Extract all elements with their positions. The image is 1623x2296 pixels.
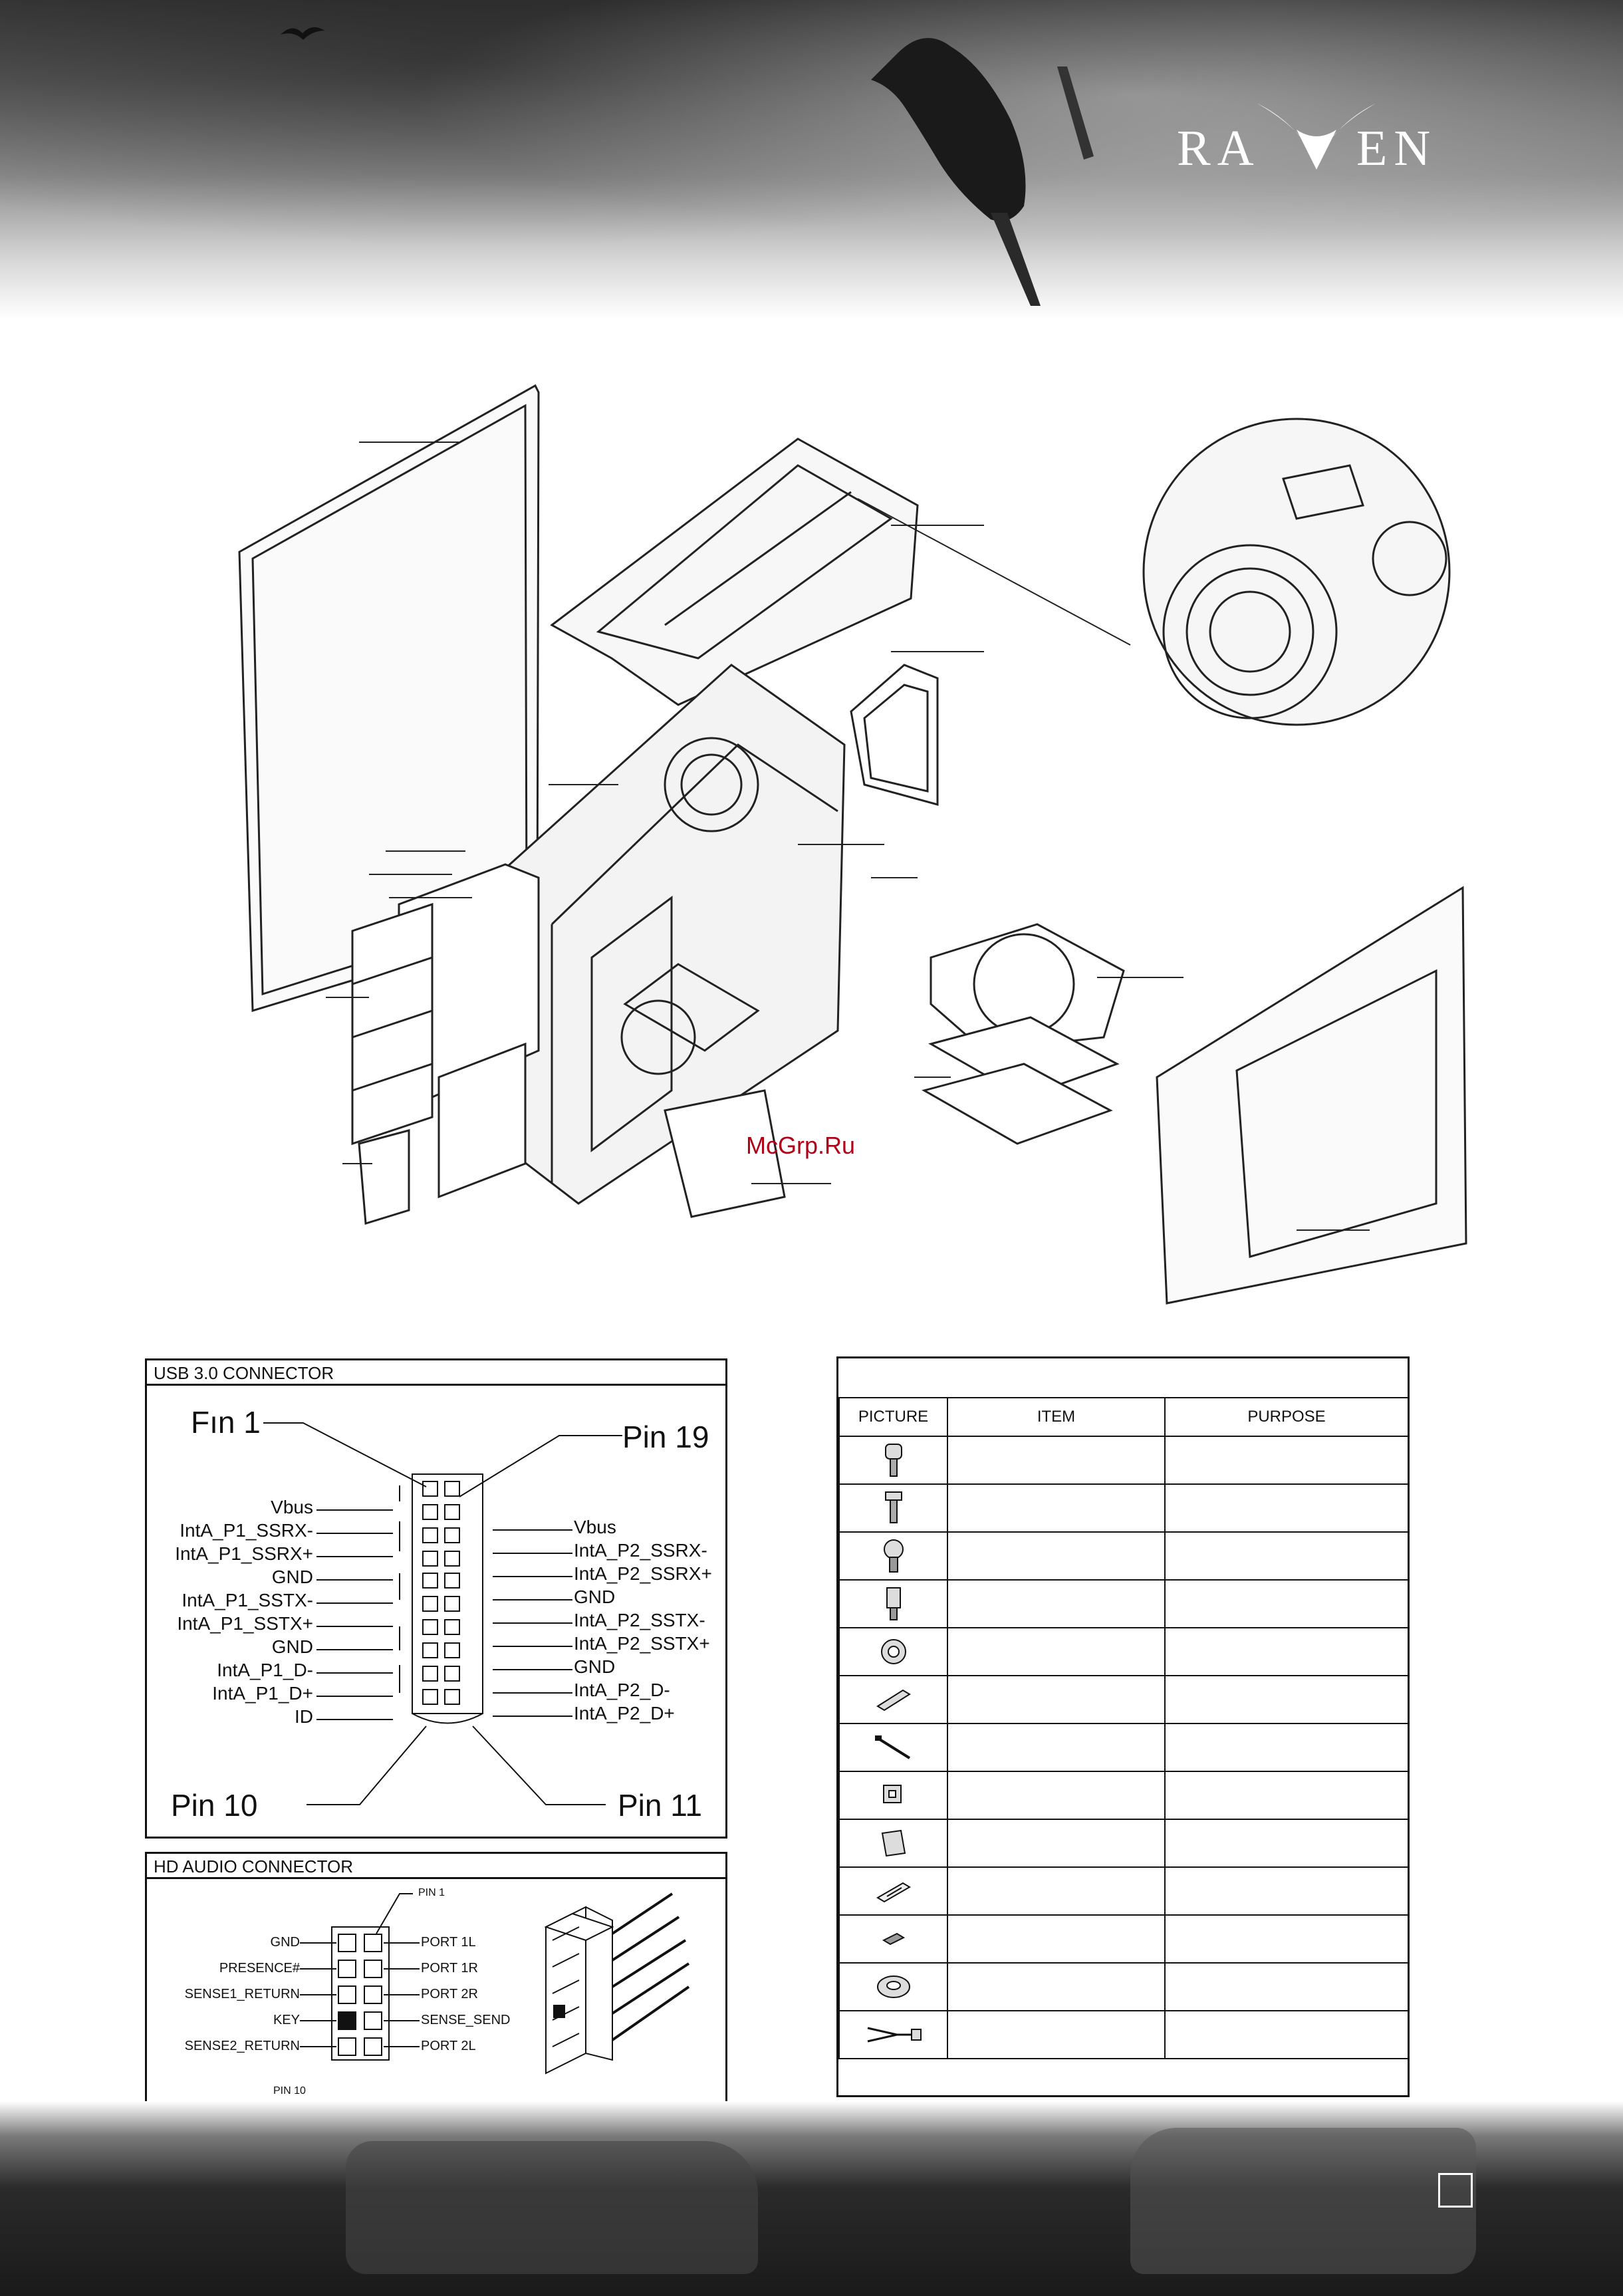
usb3-right-label: IntA_P2_SSTX+ <box>574 1633 710 1654</box>
usb3-left-label: Vbus <box>271 1497 313 1517</box>
small-bracket-icon <box>882 1932 905 1946</box>
table-row <box>838 1675 1409 1724</box>
usb3-right-label: Vbus <box>574 1517 616 1537</box>
side-panel-left <box>238 384 540 1013</box>
usb3-right-label: GND <box>574 1656 616 1677</box>
hd-audio-left-label: GND <box>270 1935 300 1950</box>
clip-icon <box>882 1785 902 1803</box>
table-row <box>838 1436 1409 1485</box>
usb3-left-label: GND <box>271 1567 313 1587</box>
table-row <box>838 1723 1409 1772</box>
column-header-picture: PICTURE <box>838 1397 948 1437</box>
hd-audio-plug-illustration <box>544 1892 690 2075</box>
usb3-left-label: IntA_P1_D- <box>217 1660 313 1680</box>
exploded-case-diagram <box>0 346 1623 1317</box>
bracket-icon <box>876 1689 911 1712</box>
bay-cover <box>358 1129 410 1225</box>
header-banner: RA EN <box>0 0 1623 319</box>
table-row <box>838 1627 1409 1676</box>
column-header-purpose: PURPOSE <box>1164 1397 1409 1437</box>
rubber-washer-icon <box>880 1639 906 1664</box>
hd-audio-left-label: SENSE2_RETURN <box>184 2039 300 2053</box>
usb3-right-label: IntA_P2_D+ <box>574 1703 675 1723</box>
footer-rock <box>1130 2128 1476 2274</box>
logo-text-right: EN <box>1356 120 1437 176</box>
slot-cover-icon <box>876 1882 911 1903</box>
drive-bays <box>351 863 540 1199</box>
hd-audio-right-label: PORT 2L <box>421 2039 476 2053</box>
usb3-left-label: IntA_P1_SSRX+ <box>175 1543 313 1564</box>
usb3-right-label: IntA_P2_SSTX- <box>574 1610 705 1630</box>
logo-text-left: RA <box>1177 120 1261 176</box>
hd-audio-pin10-label: PIN 10 <box>273 2085 306 2097</box>
table-row <box>838 1483 1409 1533</box>
usb3-left-label: IntA_P1_SSTX- <box>182 1590 313 1610</box>
usb3-left-label: IntA_P1_SSTX+ <box>177 1613 313 1634</box>
table-row <box>838 1866 1409 1916</box>
usb3-pin-diagram <box>263 1422 622 1805</box>
hd-audio-left-label: SENSE1_RETURN <box>184 1987 300 2001</box>
page-number-box <box>1438 2173 1473 2208</box>
raven-logo: RA EN <box>1177 103 1483 180</box>
screw-icon <box>884 1491 902 1523</box>
cable-tie-icon <box>874 1735 910 1759</box>
hd-audio-right-label: SENSE_SEND <box>421 2013 511 2027</box>
usb3-left-label: GND <box>271 1636 313 1657</box>
banner-mist <box>0 0 1623 319</box>
usb3-right-label: GND <box>574 1587 616 1607</box>
usb3-left-label: ID <box>295 1706 313 1727</box>
hd-audio-right-label: PORT 1L <box>421 1935 476 1950</box>
table-row <box>838 1962 1409 2011</box>
logo-wings-icon <box>1257 103 1376 170</box>
hd-audio-connector-title: HD AUDIO CONNECTOR <box>147 1854 725 1879</box>
thumb-screw-icon <box>884 1444 902 1477</box>
column-header-item: ITEM <box>947 1397 1166 1437</box>
mount-plate-icon <box>881 1829 906 1857</box>
hd-audio-left-label: KEY <box>273 2013 300 2027</box>
table-header-row: PICTURE ITEM PURPOSE <box>838 1397 1409 1437</box>
table-row <box>838 1914 1409 1964</box>
usb3-pin19-label: Pin 19 <box>622 1420 709 1454</box>
watermark-text: McGrp.Ru <box>746 1132 856 1159</box>
cable-icon <box>867 2027 922 2043</box>
side-panel-right <box>1156 886 1467 1305</box>
usb3-right-label: IntA_P2_SSRX+ <box>574 1563 712 1584</box>
flying-bird-icon <box>281 27 324 40</box>
usb3-right-label: IntA_P2_D- <box>574 1680 670 1700</box>
usb3-left-label: IntA_P1_SSRX- <box>180 1520 313 1541</box>
callout-lines <box>326 442 1370 1231</box>
usb3-right-label: IntA_P2_SSRX- <box>574 1540 707 1561</box>
fan-stack <box>664 923 1125 1218</box>
usb3-pins <box>422 1481 460 1705</box>
top-cover <box>550 438 919 706</box>
footer-banner <box>0 2101 1623 2296</box>
table-row <box>838 1579 1409 1628</box>
hd-audio-right-label: PORT 1R <box>421 1961 478 1976</box>
usb3-pin1-label: Fın 1 <box>191 1405 261 1440</box>
table-title-row <box>839 1358 1408 1398</box>
standoff-icon <box>886 1587 901 1620</box>
accessories-table: PICTURE ITEM PURPOSE <box>836 1356 1410 2097</box>
hd-audio-left-label: PRESENCE# <box>219 1961 300 1976</box>
usb3-left-label: IntA_P1_D+ <box>212 1683 313 1704</box>
speaker-icon <box>876 1976 910 1998</box>
hd-audio-pin-diagram <box>300 1892 690 2075</box>
hd-audio-right-label: PORT 2R <box>421 1987 478 2001</box>
usb3-connector-panel: USB 3.0 CONNECTOR Fın 1 Pin 19 Pin 10 <box>145 1358 727 1839</box>
top-filter <box>850 664 939 806</box>
table-row <box>838 2010 1409 2059</box>
table-row <box>838 1771 1409 1820</box>
footer-rock <box>346 2141 758 2274</box>
fine-thread-screw-icon <box>883 1539 904 1573</box>
usb3-connector-title: USB 3.0 CONNECTOR <box>147 1360 725 1386</box>
zoom-detail-circle <box>857 418 1451 726</box>
usb3-pin11-label: Pin 11 <box>618 1788 703 1823</box>
table-row <box>838 1819 1409 1868</box>
hd-audio-pins <box>338 1934 382 2056</box>
usb3-pin10-label: Pin 10 <box>171 1788 258 1823</box>
raven-silhouette-icon <box>871 38 1094 306</box>
hd-audio-connector-panel: HD AUDIO CONNECTOR PIN 1 PIN 10 GND PRES… <box>145 1852 727 2115</box>
hd-audio-pin1-label: PIN 1 <box>418 1887 445 1898</box>
table-row <box>838 1531 1409 1581</box>
